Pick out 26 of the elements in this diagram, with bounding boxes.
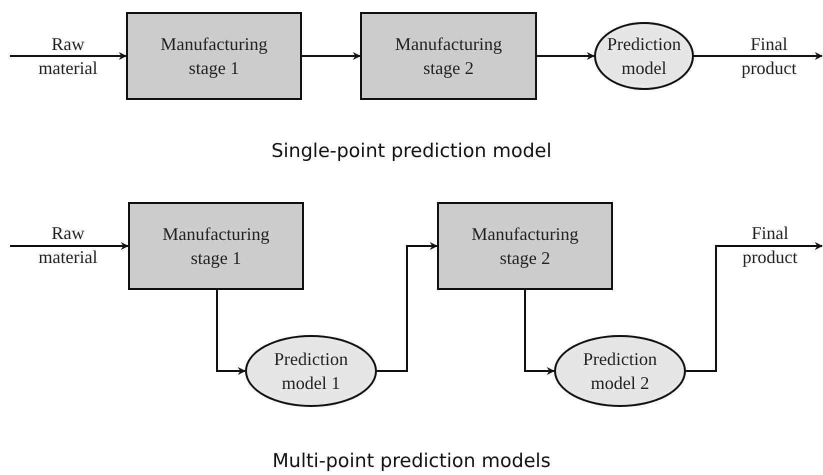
arrow <box>524 290 555 375</box>
arrow <box>694 52 823 60</box>
edge-label: Final product <box>740 33 798 80</box>
edge-label: Raw material <box>38 33 98 80</box>
arrow <box>302 52 361 60</box>
arrow <box>686 242 823 372</box>
diagram-caption: Single-point prediction model <box>270 140 553 162</box>
process-box <box>126 12 302 100</box>
node-label: Manufacturing stage 2 <box>394 32 503 80</box>
diagram-caption: Multi-point prediction models <box>271 450 552 472</box>
node-label: Manufacturing stage 1 <box>162 222 270 270</box>
arrow <box>216 290 246 375</box>
node-label: Manufacturing stage 2 <box>470 222 580 270</box>
node-label: Prediction model <box>606 32 682 80</box>
process-box <box>437 202 613 290</box>
arrow <box>377 242 438 372</box>
node-label: Prediction model 2 <box>582 348 658 395</box>
process-box <box>360 12 537 100</box>
node-label: Manufacturing stage 1 <box>160 32 268 80</box>
arrow <box>10 52 127 60</box>
process-box <box>128 202 304 290</box>
edge-label: Raw material <box>38 222 98 269</box>
edge-label: Final product <box>742 222 798 269</box>
arrow <box>10 242 129 250</box>
node-label: Prediction model 1 <box>273 348 349 395</box>
arrow <box>537 52 595 60</box>
